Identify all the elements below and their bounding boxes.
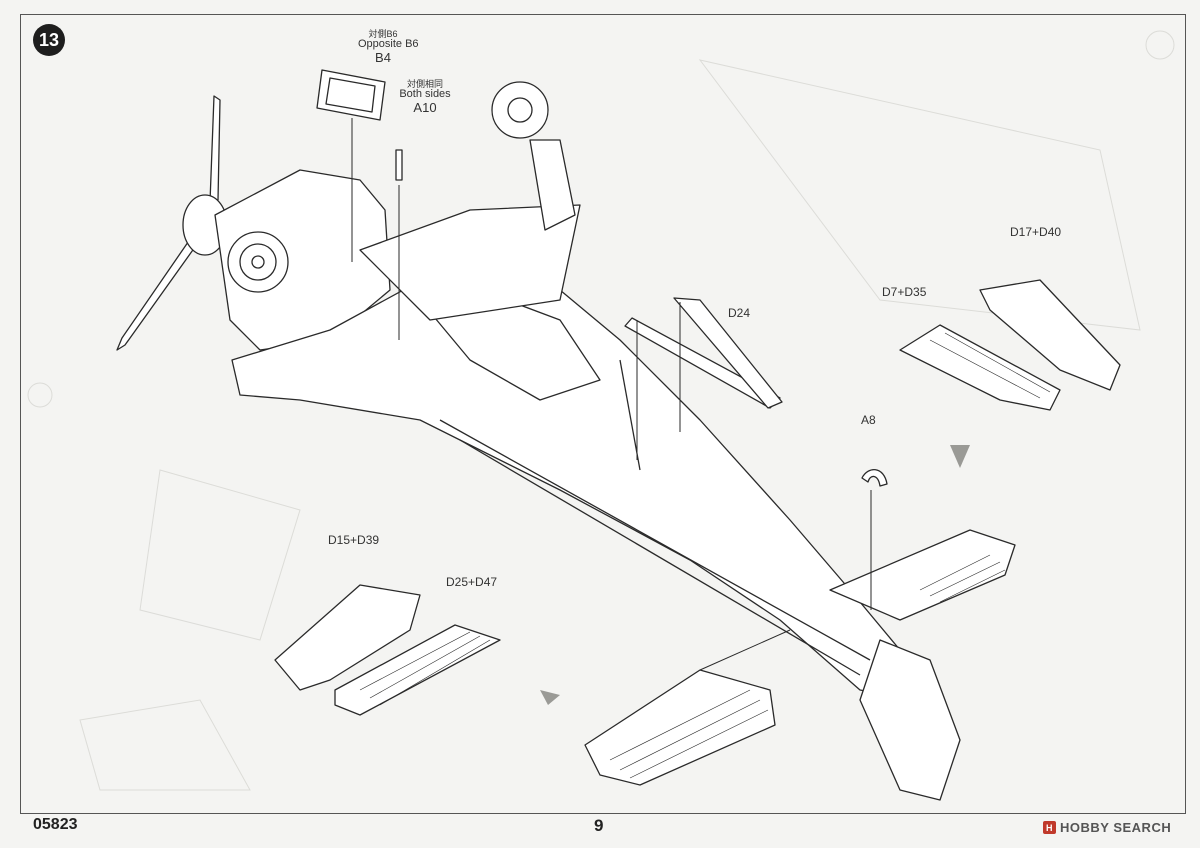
part-b4 bbox=[316, 69, 386, 262]
callout-b4-en: Opposite B6 bbox=[358, 38, 419, 51]
product-code: 05823 bbox=[33, 816, 78, 833]
callout-d24: D24 bbox=[728, 306, 751, 320]
callout-d25-d47: D25+D47 bbox=[446, 575, 498, 589]
view-direction-arrows bbox=[540, 445, 970, 705]
part-d7-d35 bbox=[899, 324, 1061, 411]
callout-a10-jp: 対側相同 bbox=[406, 79, 443, 89]
watermark: H HOBBY SEARCH bbox=[1043, 820, 1171, 835]
part-d17-d40 bbox=[979, 279, 1121, 391]
part-d24 bbox=[624, 297, 783, 460]
page-number: 9 bbox=[594, 816, 604, 835]
hobby-search-logo-icon: H bbox=[1043, 821, 1056, 834]
callout-d7-d35: D7+D35 bbox=[882, 285, 927, 299]
page-frame bbox=[20, 14, 1186, 814]
engine-cowling bbox=[214, 169, 391, 351]
wing-panel-lower bbox=[584, 629, 791, 786]
step-number: 13 bbox=[38, 29, 60, 50]
callout-d17-d40: D17+D40 bbox=[1010, 225, 1062, 239]
main-landing-gear bbox=[491, 81, 576, 231]
vertical-tail bbox=[859, 639, 961, 801]
callout-a10: 対側相同 Both sides A10 bbox=[390, 79, 460, 115]
part-a10 bbox=[395, 149, 403, 340]
part-d25-d47 bbox=[334, 624, 501, 716]
ghost-background-drawing bbox=[27, 30, 1175, 791]
step-number-badge: 13 bbox=[33, 24, 65, 56]
callout-d15-d39: D15+D39 bbox=[328, 533, 380, 547]
callout-a10-en: Both sides bbox=[399, 88, 451, 101]
callout-a8: A8 bbox=[861, 413, 876, 427]
callout-b4: 対側B6 Opposite B6 B4 bbox=[358, 29, 419, 65]
part-d15-d39 bbox=[274, 584, 421, 691]
propeller bbox=[116, 95, 228, 351]
callout-a10-part: A10 bbox=[413, 99, 437, 115]
horizontal-stabilizer bbox=[829, 529, 1016, 621]
part-a8 bbox=[861, 469, 888, 610]
watermark-text: HOBBY SEARCH bbox=[1060, 820, 1172, 835]
wing-root bbox=[359, 204, 581, 321]
callout-b4-part: B4 bbox=[375, 49, 391, 65]
callout-b4-jp: 対側B6 bbox=[368, 29, 398, 39]
